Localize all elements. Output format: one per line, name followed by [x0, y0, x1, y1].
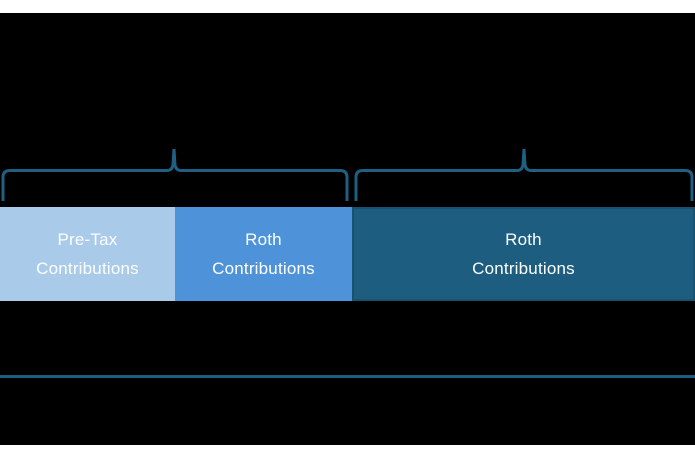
diagram-canvas: Pre-Tax Contributions Roth Contributions…	[0, 13, 695, 445]
divider-line	[0, 375, 695, 378]
segment-label: Pre-Tax Contributions	[36, 230, 139, 278]
segment-label: Roth Contributions	[212, 230, 315, 278]
segment-label: Roth Contributions	[472, 230, 575, 278]
bar-segment-roth: Roth Contributions	[175, 207, 352, 301]
contributions-bar: Pre-Tax Contributions Roth Contributions…	[0, 207, 695, 301]
right-brace	[354, 148, 694, 201]
braces-graphic	[1, 148, 694, 201]
bar-segment-roth-wide: Roth Contributions	[352, 207, 695, 301]
left-brace	[1, 148, 349, 201]
bar-segment-pre-tax: Pre-Tax Contributions	[0, 207, 175, 301]
